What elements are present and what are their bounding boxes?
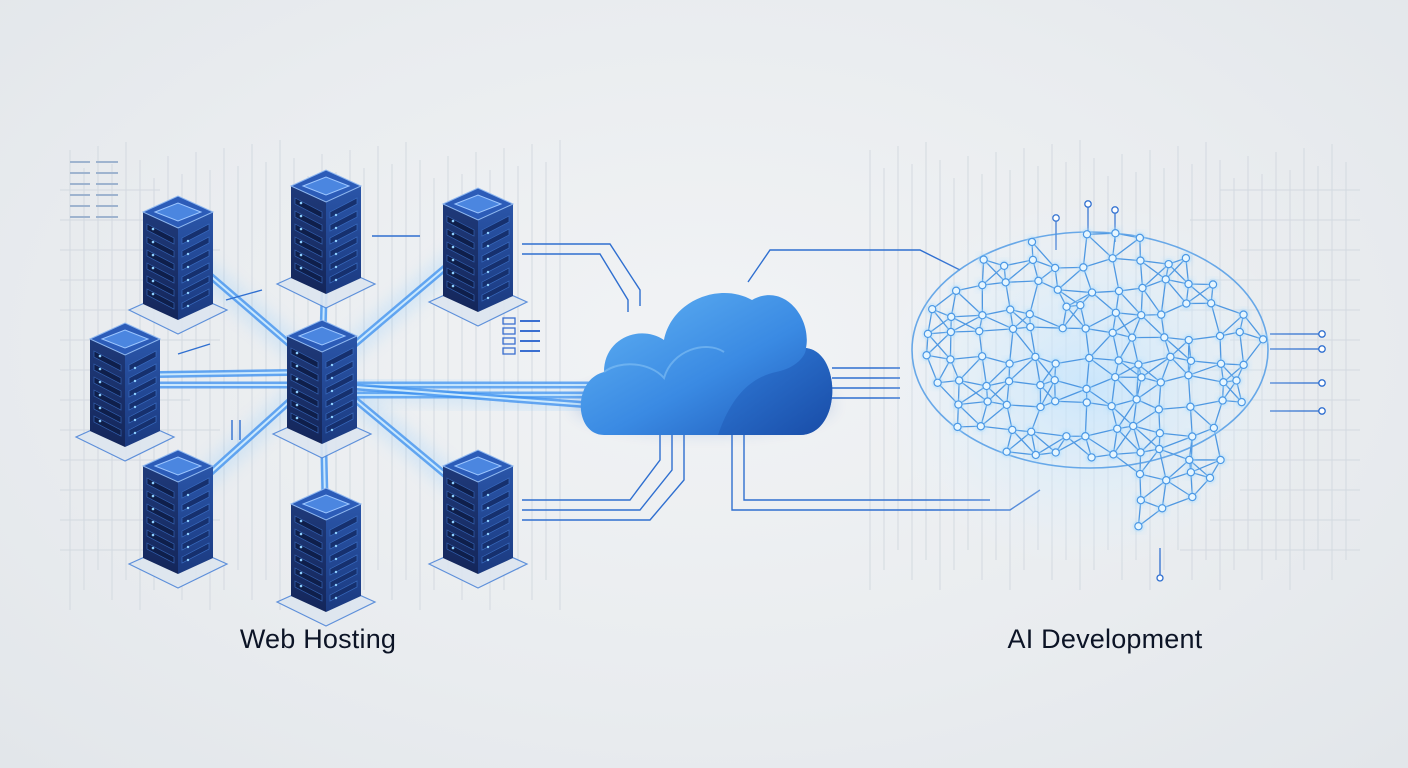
server-rack-icon — [127, 449, 229, 589]
cloud-icon — [573, 293, 833, 435]
web-hosting-label: Web Hosting — [239, 624, 397, 654]
server-rack-icon — [275, 487, 377, 627]
server-rack-icon — [427, 187, 529, 327]
server-cluster — [74, 169, 529, 627]
neural-brain-icon — [875, 200, 1305, 570]
server-rack-icon — [74, 322, 176, 462]
server-rack-icon — [271, 319, 373, 459]
server-rack-icon — [427, 449, 529, 589]
server-rack-icon — [127, 195, 229, 335]
ai-development-label: AI Development — [1007, 624, 1203, 654]
server-rack-icon — [275, 169, 377, 309]
